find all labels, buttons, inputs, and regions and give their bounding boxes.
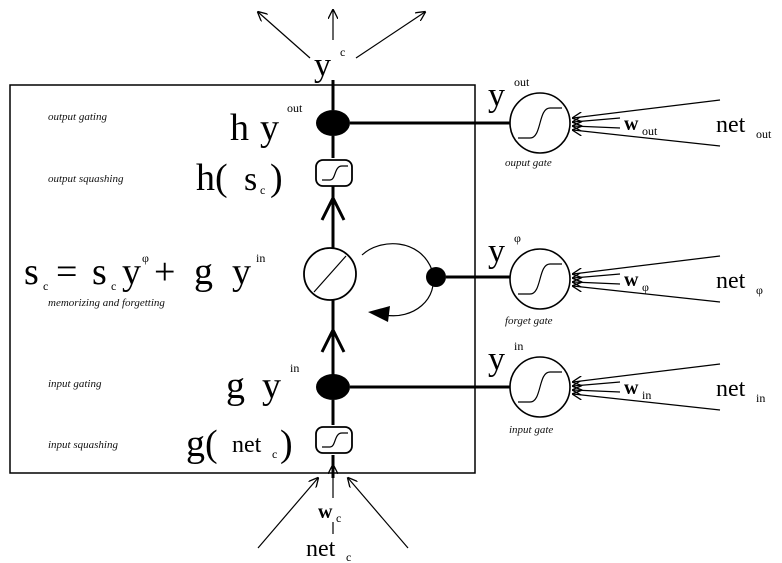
svg-text:out: out [642, 124, 658, 138]
svg-text:): ) [280, 423, 293, 465]
output-gate-net: net out [716, 112, 772, 141]
svg-text:φ: φ [756, 283, 763, 297]
svg-text:c: c [260, 183, 265, 197]
cell-state-equation: s c = s c y φ + g y in [24, 251, 265, 293]
svg-text:y: y [488, 341, 505, 378]
svg-text:net: net [716, 376, 746, 402]
svg-text:c: c [340, 45, 345, 59]
recurrent-loop [361, 243, 434, 322]
svg-text:g: g [226, 365, 245, 407]
output-multiplier-node [316, 110, 350, 136]
svg-text:φ: φ [642, 280, 649, 294]
svg-text:net: net [716, 268, 746, 294]
svg-text:out: out [287, 101, 303, 115]
output-squashing-label: output squashing [48, 173, 124, 185]
svg-text:net: net [306, 536, 336, 562]
svg-text:out: out [514, 75, 530, 89]
svg-text:c: c [111, 279, 116, 293]
svg-text:=: = [56, 251, 77, 293]
forget-gate-weight: w φ [624, 269, 649, 294]
svg-text:w: w [624, 377, 639, 399]
input-gate-inputs [573, 363, 721, 411]
input-multiplier-node [316, 374, 350, 400]
input-squashing-equation: g( net c ) [186, 423, 293, 465]
svg-text:net: net [716, 112, 746, 138]
svg-text:g(: g( [186, 423, 218, 465]
svg-text:s: s [244, 161, 257, 198]
input-gate-caption: input gate [509, 424, 553, 436]
forget-gate-caption: forget gate [505, 315, 553, 327]
input-gate-activation: y in [488, 339, 523, 378]
svg-text:y: y [232, 251, 251, 293]
svg-text:φ: φ [142, 251, 149, 265]
output-gate-activation: y out [488, 75, 530, 114]
svg-text:y: y [314, 47, 331, 84]
output-gating-equation: h y out [230, 101, 303, 149]
svg-text:y: y [260, 107, 279, 149]
forget-gate-activation: y φ [488, 231, 521, 270]
output-gate-weight: w out [624, 113, 658, 138]
input-squash-box [315, 426, 353, 454]
input-gate-net: net in [716, 376, 765, 405]
svg-text:in: in [756, 391, 765, 405]
forget-gate-inputs [573, 255, 721, 303]
cell-state-node [303, 247, 357, 301]
main-signal-path [320, 80, 346, 478]
svg-text:y: y [262, 365, 281, 407]
svg-text:out: out [756, 127, 772, 141]
cell-box [9, 84, 476, 474]
svg-text:c: c [43, 279, 48, 293]
output-gate-caption: ouput gate [505, 157, 552, 169]
svg-text:in: in [514, 339, 523, 353]
output-gate-circle [509, 92, 571, 154]
forget-multiplier-node [426, 267, 446, 287]
svg-text:in: in [642, 388, 651, 402]
svg-text:s: s [24, 251, 39, 293]
svg-text:w: w [624, 269, 639, 291]
forget-gate-net: net φ [716, 268, 763, 297]
svg-text:h: h [230, 107, 249, 149]
input-gating-equation: g y in [226, 361, 299, 407]
svg-text:in: in [256, 251, 265, 265]
svg-text:s: s [92, 251, 107, 293]
cell-input-arrows [257, 465, 409, 549]
svg-text:net: net [232, 432, 262, 458]
input-gate-weight: w in [624, 377, 651, 402]
svg-text:w: w [624, 113, 639, 135]
cell-output-label: y c [314, 45, 345, 84]
svg-text:y: y [488, 233, 505, 270]
output-arrows [258, 10, 425, 59]
svg-text:φ: φ [514, 231, 521, 245]
cell-input-weight: w c [316, 500, 346, 525]
svg-text:y: y [488, 77, 505, 114]
svg-text:c: c [336, 511, 341, 525]
output-gating-label: output gating [48, 111, 107, 123]
output-gate-inputs [573, 99, 721, 147]
svg-text:h(: h( [196, 157, 228, 199]
output-squashing-equation: h( s c ) [196, 157, 283, 199]
svg-text:c: c [272, 447, 277, 461]
input-gating-label: input gating [48, 378, 102, 390]
svg-text:g: g [194, 251, 213, 293]
forget-gate-circle [509, 248, 571, 310]
output-squash-box [315, 159, 353, 187]
svg-text:y: y [122, 251, 141, 293]
input-gate-circle [509, 356, 571, 418]
svg-text:in: in [290, 361, 299, 375]
input-squashing-label: input squashing [48, 439, 118, 451]
svg-text:c: c [346, 550, 351, 563]
cell-input-net: net c [306, 536, 351, 563]
memorizing-label: memorizing and forgetting [48, 297, 165, 309]
svg-text:): ) [270, 157, 283, 199]
svg-text:w: w [318, 501, 333, 523]
svg-text:+: + [154, 251, 175, 293]
